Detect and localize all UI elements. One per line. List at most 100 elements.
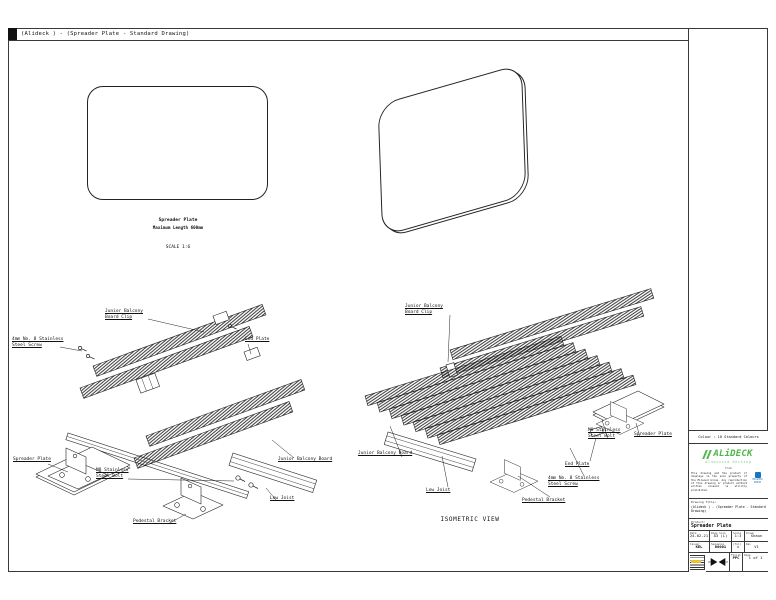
product-label: Product: — [691, 520, 706, 524]
plan-view-caption: Spreader Plate Maximum Length 600mm — [88, 218, 268, 230]
label-board: Junior Balcony Board — [358, 451, 413, 456]
label-pedestal-bracket: Pedestal Bracket — [133, 519, 177, 524]
label-spreader-plate: Spreader Plate — [634, 432, 672, 437]
bolt-shapes — [235, 475, 259, 489]
field-finish: Finish PPC — [730, 553, 743, 572]
field-date: Date 24-02-21 — [689, 531, 710, 542]
field-drawn-value: Shaun — [750, 533, 763, 539]
alideck-logo: ALiDECK — [689, 449, 768, 459]
spreader-plate-iso-outline — [377, 63, 527, 237]
joist-rail — [65, 432, 250, 499]
milwood-logo-icon — [754, 472, 761, 478]
label-low-joist: Low Joist — [426, 488, 451, 493]
sheet-border — [8, 28, 768, 572]
field-tol: (Tol) ± — [732, 542, 745, 552]
field-drawn-label: Drawn — [746, 531, 755, 535]
drawing-title-value: (Alideck ) - (Spreader Plate - Standard … — [691, 505, 766, 514]
product-value: Spreader Plate — [691, 524, 732, 529]
field-finish-label: Finish — [731, 553, 741, 557]
leader-lines — [389, 314, 641, 498]
leader-lines — [47, 318, 295, 525]
field-issuer: Issuer KEL — [689, 542, 710, 552]
field-sequence-label: Sequence — [711, 542, 724, 546]
field-rev: Rev V1 — [745, 542, 768, 552]
field-sequence-value: 00001 — [714, 544, 727, 550]
balcony-board-top-1 — [92, 304, 267, 377]
partner-logo: MILWOOD GROUP — [749, 472, 766, 492]
label-end-plate: End Plate — [565, 462, 590, 467]
exploded-view: Junior Balcony Board Clip 4mm No. 8 Stai… — [8, 288, 358, 548]
title-bar-marker-icon — [8, 28, 17, 40]
field-scale-label: Scale — [733, 531, 742, 535]
field-tol-label: (Tol) — [733, 542, 742, 546]
field-page-value: 1 of 1 — [748, 555, 763, 561]
label-board: Junior Balcony Board — [278, 457, 333, 462]
plan-scale-note: SCALE 1:6 — [165, 245, 191, 250]
field-page-label: Page — [744, 553, 751, 557]
field-page-size-label: Page Size — [711, 531, 726, 535]
field-drawn: Drawn Shaun — [745, 531, 768, 542]
deck-boards — [364, 335, 637, 445]
end-plate-shape — [589, 426, 604, 438]
label-bolt: M8 Stainless Steel Bolt — [588, 428, 621, 439]
label-pedestal-bracket: Pedestal Bracket — [522, 498, 566, 503]
balcony-board-top-2 — [79, 326, 254, 399]
spreader-plate-plan-outline — [87, 86, 268, 200]
label-spreader-plate: Spreader Plate — [13, 457, 51, 462]
label-board-clip: Junior Balcony Board Clip — [105, 309, 143, 320]
pedestal-bracket-front — [489, 459, 539, 493]
field-rev-label: Rev — [746, 542, 751, 546]
label-bolt: M8 Stainless Steel Bolt — [96, 468, 129, 479]
field-tol-value: ± — [736, 544, 740, 550]
label-screw: 4mm No. 8 Stainless Steel Screw — [12, 337, 64, 348]
product-box: Product: Spreader Plate — [689, 518, 768, 530]
drawing-title-label: Drawing Title: — [691, 500, 717, 504]
balcony-board-mid-2 — [133, 401, 294, 469]
field-page-size-value: A3 (L) — [713, 533, 728, 539]
fine-print-stamp — [690, 555, 705, 570]
field-date-value: 24-02-21 — [689, 533, 709, 539]
legal-text: This drawing and the product it displays… — [691, 472, 747, 492]
screw-shapes — [78, 324, 237, 360]
isometric-view-drawing — [364, 288, 665, 498]
floating-board-1 — [449, 288, 655, 360]
field-date-label: Date — [690, 531, 697, 535]
field-rev-value: V1 — [754, 544, 759, 550]
spreader-plate-iso-view — [377, 63, 530, 239]
drawing-title-text: (Alideck ) - (Spreader Plate - Standard … — [21, 31, 190, 37]
pedestal-bracket-right — [595, 401, 645, 435]
label-low-joist: Low Joist — [270, 496, 295, 501]
brand-name-text: ALiDECK — [713, 449, 753, 459]
bowtie-logo-icon — [707, 558, 728, 566]
field-issuer-label: Issuer — [690, 542, 700, 546]
partner-name-text: MILWOOD GROUP — [752, 478, 763, 484]
fields-grid: Date 24-02-21 Page Size A3 (L) Scale 1:3… — [689, 530, 768, 552]
pedestal-bracket-center — [162, 477, 224, 520]
title-bar: (Alideck ) - (Spreader Plate - Standard … — [8, 28, 689, 41]
field-sequence: Sequence 00001 — [710, 542, 732, 552]
legal-row: This drawing and the product it displays… — [689, 470, 768, 492]
exploded-view-drawing — [35, 304, 318, 525]
label-screw: 4mm No. 8 Stainless Steel Screw — [548, 476, 600, 487]
warning-highlight — [691, 560, 701, 563]
plan-part-name: Spreader Plate — [158, 218, 198, 223]
drawing-title-box: Drawing Title: (Alideck ) - (Spreader Pl… — [689, 498, 768, 518]
field-issuer-value: KEL — [695, 544, 703, 550]
brand-box: ALiDECK Aluminium Decking From This draw… — [689, 443, 768, 498]
pedestal-bracket-left — [47, 447, 109, 490]
end-plate-shapes — [212, 310, 261, 361]
isometric-view: Junior Balcony Board Clip Junior Balcony… — [350, 280, 680, 520]
field-finish-value: PPC — [732, 555, 740, 561]
colour-note-box: Colour : 10 Standard Colours — [689, 430, 768, 443]
field-scale: Scale 1:3 — [732, 531, 745, 542]
field-page-size: Page Size A3 (L) — [710, 531, 732, 542]
from-label-text: From — [725, 466, 732, 470]
brand-tagline-text: Aluminium Decking — [705, 460, 752, 464]
balcony-board-mid-1 — [145, 379, 306, 447]
certification-logo-cell — [706, 553, 730, 572]
isometric-view-caption: ISOMETRIC VIEW — [440, 516, 500, 523]
plan-max-length: Maximum Length 600mm — [152, 225, 204, 230]
board-clip-shape — [135, 372, 160, 394]
low-joist-shape — [383, 431, 477, 472]
